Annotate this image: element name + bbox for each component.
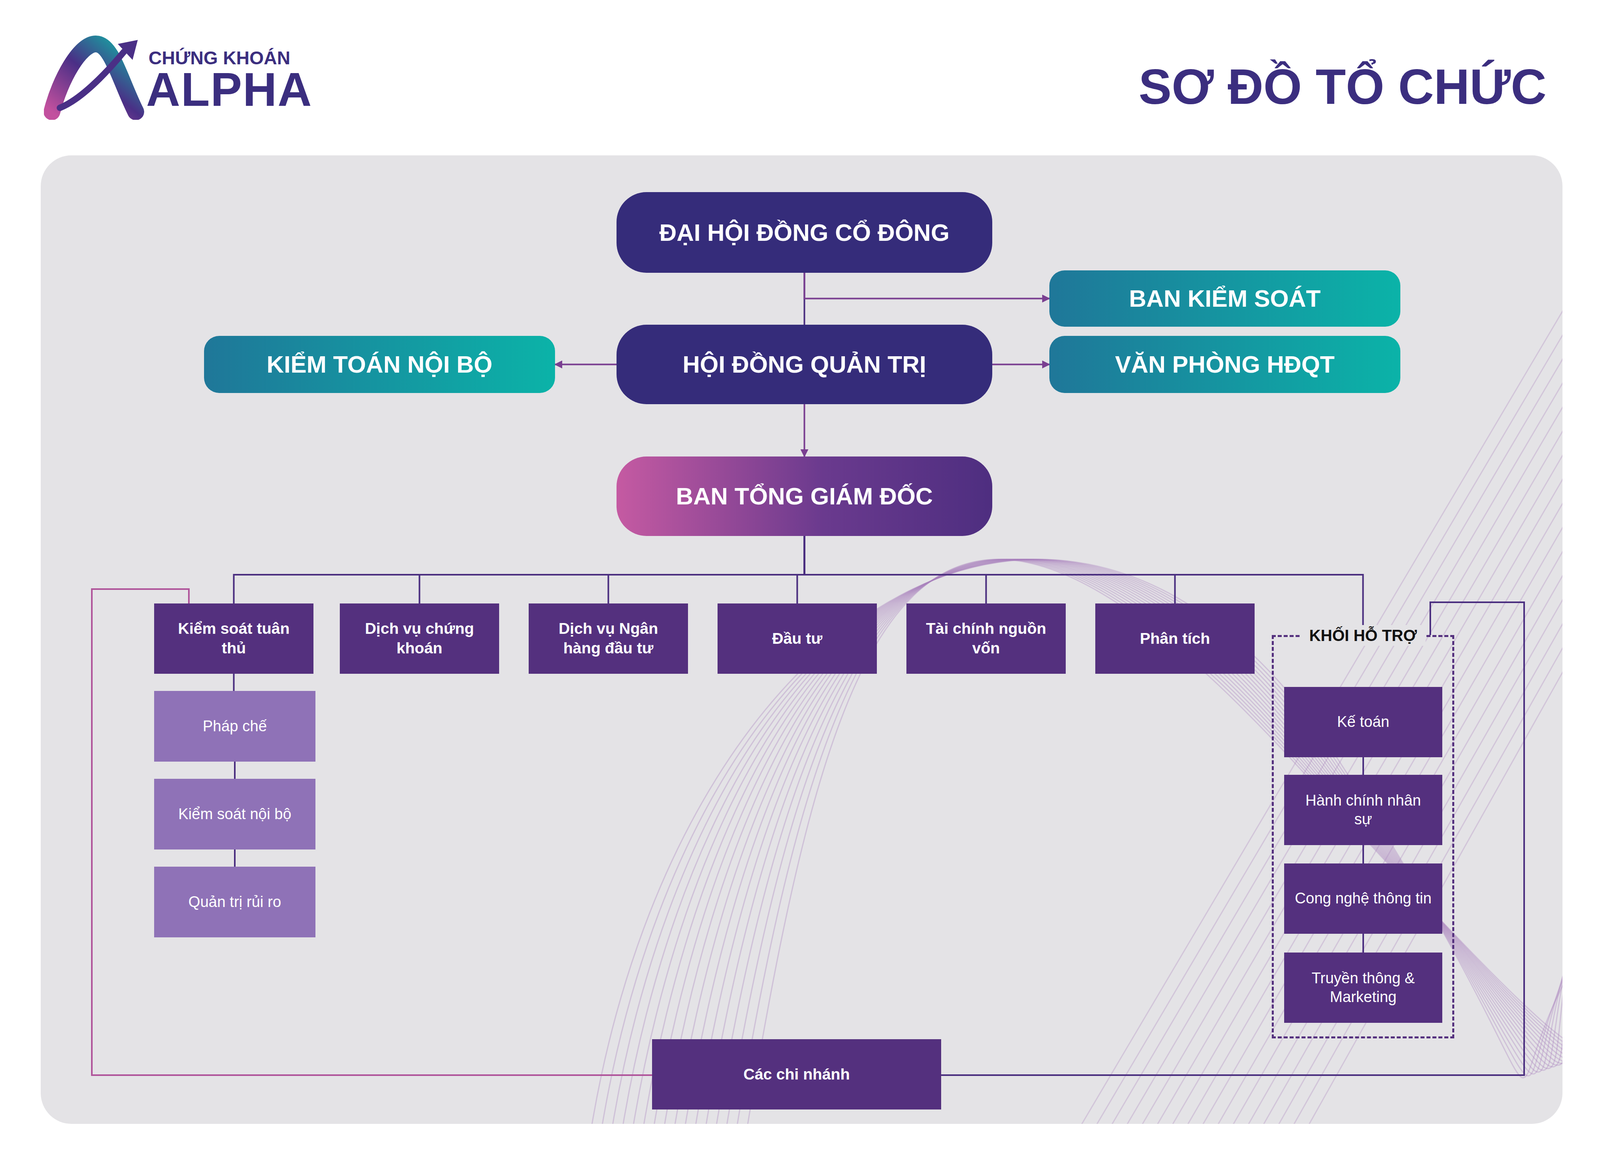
box-label: HỘI ĐỒNG QUẢN TRỊ bbox=[682, 349, 927, 380]
support-unit-box: Kế toán bbox=[1284, 686, 1443, 758]
connector bbox=[804, 535, 1364, 635]
box-label: Dịch vụ chứng khoán bbox=[350, 618, 489, 659]
executive-box: BAN TỔNG GIÁM ĐỐC bbox=[616, 456, 993, 536]
swirl-stroke bbox=[1153, 399, 1563, 1124]
support-unit-box: Cong nghệ thông tin bbox=[1284, 863, 1443, 934]
swirl-stroke bbox=[1275, 590, 1563, 1124]
governance-box: ĐẠI HỘI ĐỒNG CỔ ĐÔNG bbox=[616, 192, 993, 273]
box-label: Tài chính nguồn vốn bbox=[916, 618, 1056, 659]
board-unit-box: BAN KIỂM SOÁT bbox=[1049, 270, 1401, 327]
logo-icon bbox=[43, 31, 148, 120]
connector bbox=[803, 404, 806, 457]
connector bbox=[233, 849, 236, 867]
box-label: Truyền thông & Marketing bbox=[1294, 968, 1432, 1007]
sub-unit-box: Pháp chế bbox=[154, 690, 316, 762]
department-box: Dịch vụ Ngân hàng đầu tư bbox=[528, 603, 688, 674]
department-box: Kiểm soát tuân thủ bbox=[154, 603, 314, 674]
sub-unit-box: Quản trị rủi ro bbox=[154, 866, 316, 938]
swirl-stroke bbox=[590, 559, 1563, 1124]
connector bbox=[419, 535, 805, 604]
department-box: Dịch vụ chứng khoán bbox=[339, 603, 500, 674]
sub-unit-box: Kiểm soát nội bộ bbox=[154, 778, 316, 850]
box-label: KIỂM TOÁN NỘI BỘ bbox=[266, 349, 493, 380]
box-label: Pháp chế bbox=[202, 716, 268, 736]
swirl-stroke bbox=[1214, 495, 1563, 1124]
swirl-stroke bbox=[1108, 327, 1563, 1124]
swirl-stroke bbox=[1184, 447, 1563, 1124]
page-title: SƠ ĐỒ TỔ CHỨC bbox=[1138, 55, 1547, 118]
box-label: BAN TỔNG GIÁM ĐỐC bbox=[676, 481, 933, 512]
connector bbox=[992, 363, 1050, 366]
connector bbox=[797, 535, 805, 604]
box-label: Kiểm soát tuân thủ bbox=[164, 618, 304, 659]
support-unit-box: Truyền thông & Marketing bbox=[1284, 952, 1443, 1023]
swirl-stroke bbox=[1229, 519, 1563, 1124]
support-unit-box: Hành chính nhân sự bbox=[1284, 774, 1443, 845]
group-heading: KHỐI HỖ TRỢ bbox=[1300, 624, 1426, 646]
box-label: Kiểm soát nội bộ bbox=[178, 804, 292, 824]
connector bbox=[1362, 933, 1365, 953]
swirl-stroke bbox=[1199, 471, 1563, 1124]
connector bbox=[555, 363, 617, 366]
connector bbox=[804, 272, 1050, 299]
swirl-stroke bbox=[1138, 375, 1563, 1124]
box-label: Quản trị rủi ro bbox=[188, 892, 282, 912]
swirl-stroke bbox=[632, 559, 1563, 1124]
swirl-stroke bbox=[1123, 351, 1563, 1124]
connector bbox=[804, 535, 987, 604]
connector bbox=[608, 535, 805, 604]
connector bbox=[1362, 844, 1365, 864]
box-label: Dịch vụ Ngân hàng đầu tư bbox=[539, 618, 678, 659]
box-label: Các chi nhánh bbox=[743, 1064, 851, 1085]
department-box: Các chi nhánh bbox=[652, 1038, 942, 1110]
connector bbox=[1362, 757, 1365, 775]
box-label: BAN KIỂM SOÁT bbox=[1129, 283, 1321, 314]
box-label: Kế toán bbox=[1337, 712, 1390, 732]
box-label: Hành chính nhân sự bbox=[1294, 791, 1432, 829]
swirl-stroke bbox=[601, 559, 1563, 1124]
box-label: Cong nghệ thông tin bbox=[1294, 888, 1432, 909]
department-box: Phân tích bbox=[1095, 603, 1255, 674]
connector bbox=[233, 673, 235, 691]
connector bbox=[233, 535, 805, 604]
box-label: VĂN PHÒNG HĐQT bbox=[1114, 349, 1335, 380]
swirl-stroke bbox=[1093, 303, 1563, 1124]
board-unit-box: KIỂM TOÁN NỘI BỘ bbox=[204, 335, 556, 393]
governance-box: HỘI ĐỒNG QUẢN TRỊ bbox=[616, 324, 993, 405]
board-unit-box: VĂN PHÒNG HĐQT bbox=[1049, 335, 1401, 393]
department-box: Tài chính nguồn vốn bbox=[906, 603, 1066, 674]
connector bbox=[233, 761, 236, 779]
connector bbox=[804, 535, 1176, 604]
swirl-stroke bbox=[1245, 543, 1563, 1124]
swirl-stroke bbox=[1260, 567, 1563, 1124]
support-group: KHỐI HỖ TRỢKế toánHành chính nhân sựCong… bbox=[1271, 634, 1455, 1039]
logo-wordmark: ALPHA bbox=[146, 63, 313, 116]
department-box: Đầu tư bbox=[717, 603, 877, 674]
swirl-stroke bbox=[642, 559, 1563, 1124]
box-label: Phân tích bbox=[1140, 628, 1211, 649]
box-label: Đầu tư bbox=[772, 628, 823, 649]
box-label: ĐẠI HỘI ĐỒNG CỔ ĐÔNG bbox=[659, 217, 950, 248]
swirl-stroke bbox=[1169, 423, 1563, 1124]
